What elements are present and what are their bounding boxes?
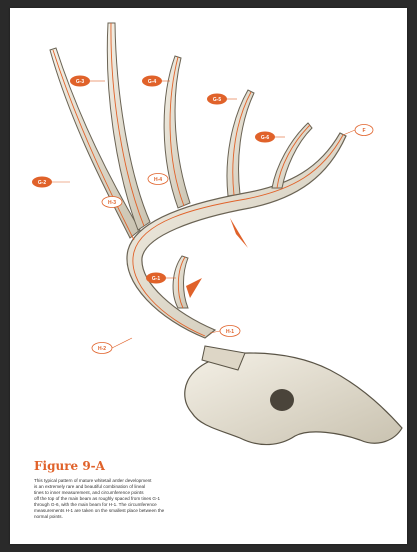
- svg-text:H-4: H-4: [154, 177, 162, 183]
- label-h3: H-3: [102, 197, 122, 208]
- svg-text:G-3: G-3: [76, 79, 85, 85]
- tine-g5: [227, 90, 254, 196]
- svg-text:H-3: H-3: [108, 200, 116, 206]
- label-h1: H-1: [220, 326, 240, 337]
- label-g3: G-3: [70, 76, 90, 87]
- label-g1: G-1: [146, 273, 166, 284]
- svg-text:G-2: G-2: [38, 180, 47, 186]
- figure-title: Figure 9-A: [34, 459, 334, 473]
- label-g6: G-6: [255, 132, 275, 143]
- caption-line: is an extremely rare and beautiful combi…: [34, 484, 145, 489]
- label-f: F: [355, 125, 373, 136]
- svg-text:G-1: G-1: [152, 276, 161, 282]
- svg-text:H-1: H-1: [226, 329, 234, 335]
- caption-line: This typical pattern of mature whitetail…: [34, 478, 151, 483]
- svg-text:F: F: [362, 128, 365, 134]
- drop-tine-upper: [230, 218, 248, 248]
- caption-line: through G-6, with the main beam for H-1.…: [34, 502, 157, 507]
- svg-text:G-5: G-5: [213, 97, 222, 103]
- skull-orbit: [270, 389, 294, 411]
- drop-tine-lower: [186, 278, 202, 298]
- label-h2: H-2: [92, 343, 112, 354]
- label-g5: G-5: [207, 94, 227, 105]
- label-g2: G-2: [32, 177, 52, 188]
- caption-line: normal points.: [34, 514, 63, 519]
- caption-line: off the top of the main beam as roughly …: [34, 496, 160, 501]
- label-g4: G-4: [142, 76, 162, 87]
- label-h4: H-4: [148, 174, 168, 185]
- svg-text:H-2: H-2: [98, 346, 106, 352]
- figure-caption-block: Figure 9-A This typical pattern of matur…: [34, 459, 334, 520]
- caption-line: tines to inner measurement, and circumfe…: [34, 490, 144, 495]
- caption-line: measurements H-1 are taken on the smalle…: [34, 508, 164, 513]
- document-page: G-3 G-4 G-5 G-6 F G-2 H-3 H-4: [10, 8, 407, 544]
- figure-caption: This typical pattern of mature whitetail…: [34, 478, 334, 520]
- svg-text:G-6: G-6: [261, 135, 270, 141]
- svg-text:G-4: G-4: [148, 79, 157, 85]
